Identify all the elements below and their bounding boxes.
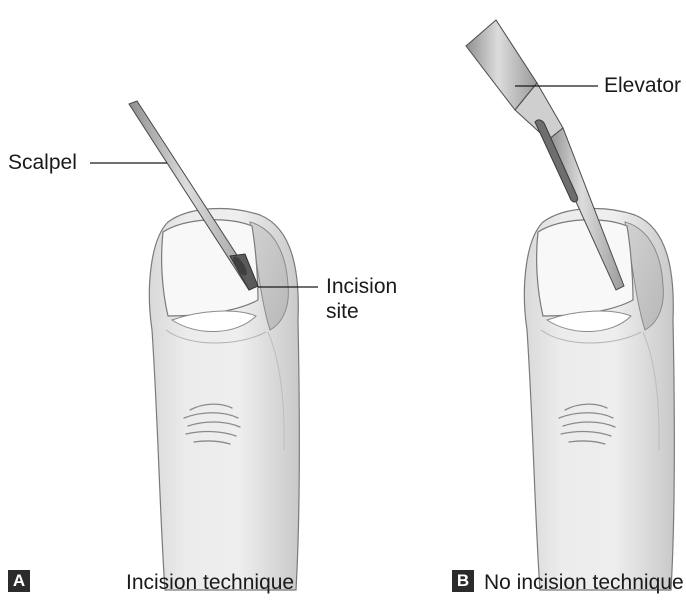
scalpel-label: Scalpel xyxy=(8,151,77,175)
panel-b-caption: No incision technique xyxy=(484,571,684,595)
finger-a xyxy=(149,209,299,590)
panel-b-badge: B xyxy=(452,570,474,592)
incision-site-label-line1: Incision xyxy=(326,275,397,299)
incision-site-label-line2: site xyxy=(326,300,359,324)
panel-a-badge: A xyxy=(8,570,30,592)
nail-plate-b xyxy=(537,220,633,316)
panel-a-caption: Incision technique xyxy=(126,571,294,595)
finger-b xyxy=(524,209,674,590)
elevator-label: Elevator xyxy=(604,74,681,98)
